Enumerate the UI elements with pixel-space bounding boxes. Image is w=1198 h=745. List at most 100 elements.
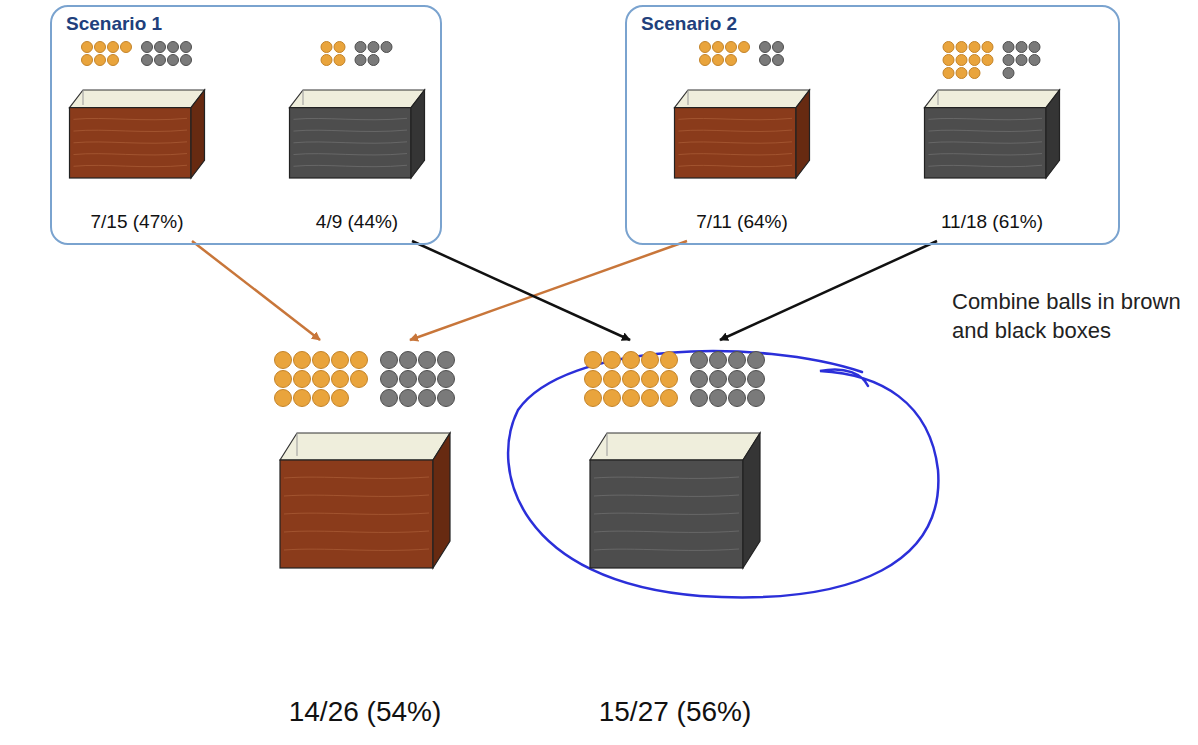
ball (332, 390, 349, 407)
ball (108, 42, 119, 53)
ratio-label: 7/11 (64%) (696, 211, 788, 233)
ball (294, 352, 311, 369)
wood-grain (74, 118, 188, 119)
box-front (70, 108, 192, 178)
merge-arrow (720, 241, 937, 340)
merge-arrow (412, 241, 630, 340)
ball (400, 371, 417, 388)
wood-grain (294, 118, 408, 119)
ball (729, 371, 746, 388)
ball (710, 390, 727, 407)
ball (1016, 55, 1027, 66)
ball (381, 371, 398, 388)
wood-grain (74, 130, 188, 131)
ball-group (82, 42, 192, 66)
ball (275, 371, 292, 388)
ratio-label: 7/15 (47%) (91, 211, 184, 233)
ball (294, 371, 311, 388)
ball (700, 42, 711, 53)
ball (181, 55, 192, 66)
open-box (590, 433, 760, 568)
ball (956, 68, 967, 79)
ball (773, 55, 784, 66)
ball (351, 352, 368, 369)
wood-grain (594, 549, 739, 550)
ball (661, 352, 678, 369)
ball (438, 390, 455, 407)
wood-grain (679, 130, 793, 131)
ball (710, 352, 727, 369)
ball (419, 371, 436, 388)
ball (642, 390, 659, 407)
open-box (925, 90, 1060, 178)
box-side (191, 90, 205, 178)
wood-grain (594, 477, 739, 478)
box-side (796, 90, 810, 178)
wood-grain (294, 142, 408, 143)
ball (623, 371, 640, 388)
hand-drawn-highlight-circle (508, 351, 938, 597)
ball (585, 390, 602, 407)
ball (168, 42, 179, 53)
open-box (290, 90, 425, 178)
wood-grain (594, 531, 739, 532)
ball (321, 42, 332, 53)
scenario-heading: Scenario 2 (641, 13, 737, 35)
ball (748, 352, 765, 369)
ball (760, 55, 771, 66)
ball (381, 390, 398, 407)
note-label: Combine balls in brown and black boxes (952, 288, 1188, 345)
ball (760, 42, 771, 53)
ball-box-illustration (270, 345, 460, 572)
wood-grain (679, 165, 793, 166)
wood-grain (929, 154, 1043, 155)
box-inner-edge (607, 433, 608, 456)
ball-box: 14/26 (54%) (270, 345, 460, 730)
ball (661, 390, 678, 407)
ball (661, 371, 678, 388)
ball (313, 390, 330, 407)
box-inner-edge (297, 433, 298, 456)
wood-grain (594, 495, 739, 496)
ball (332, 371, 349, 388)
ball (1016, 42, 1027, 53)
wood-grain (284, 549, 429, 550)
ball (642, 352, 659, 369)
ball (142, 55, 153, 66)
wood-grain (929, 130, 1043, 131)
wood-grain (74, 142, 188, 143)
ball (121, 42, 132, 53)
ball (419, 352, 436, 369)
ball (604, 390, 621, 407)
ball (956, 55, 967, 66)
ball-box: 7/15 (47%) (62, 35, 212, 235)
wood-grain (294, 154, 408, 155)
ball (956, 42, 967, 53)
ball (585, 371, 602, 388)
box-front (280, 460, 433, 568)
box-opening (925, 90, 1060, 108)
ball (321, 55, 332, 66)
ball (400, 390, 417, 407)
ball (313, 352, 330, 369)
ball (275, 390, 292, 407)
wood-grain (74, 165, 188, 166)
ball (95, 55, 106, 66)
ball (82, 42, 93, 53)
ball (739, 42, 750, 53)
ball (381, 352, 398, 369)
ball (381, 42, 392, 53)
ratio-label: 15/27 (56%) (599, 696, 752, 728)
ball (334, 42, 345, 53)
ball (95, 42, 106, 53)
wood-grain (929, 118, 1043, 119)
scenario-heading: Scenario 1 (66, 13, 162, 35)
ball (729, 352, 746, 369)
ball (604, 371, 621, 388)
box-opening (675, 90, 810, 108)
scenario-panel: Scenario 27/11 (64%)11/18 (61%) (625, 5, 1120, 245)
ball (181, 42, 192, 53)
wood-grain (284, 495, 429, 496)
ball (1003, 42, 1014, 53)
ball (969, 55, 980, 66)
